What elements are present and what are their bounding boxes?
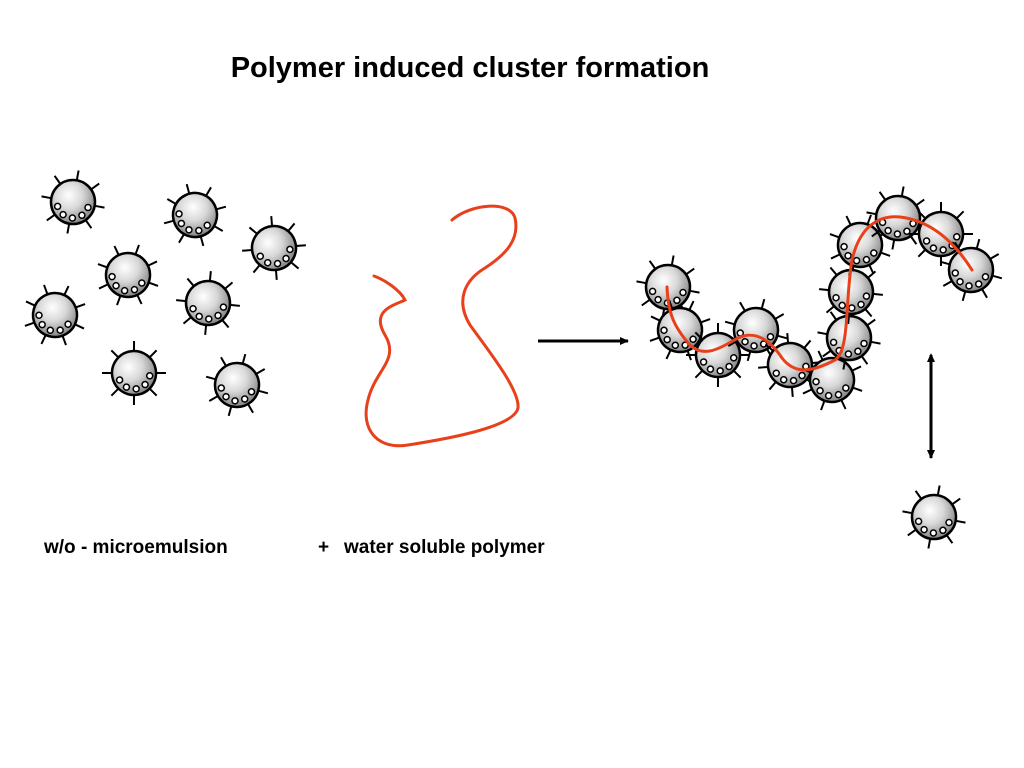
free-droplet-group bbox=[24, 170, 306, 417]
microemulsion-droplet-icon bbox=[97, 244, 159, 306]
bound-polymer-chain bbox=[665, 215, 974, 372]
free-polymer-chain bbox=[364, 204, 520, 448]
caption-plus: + bbox=[318, 537, 330, 558]
microemulsion-droplet-icon bbox=[176, 271, 240, 335]
cluster-droplet-group bbox=[636, 186, 1003, 411]
caption-polymer: water soluble polymer bbox=[344, 537, 545, 558]
microemulsion-droplet-icon bbox=[24, 284, 86, 346]
microemulsion-droplet-icon bbox=[939, 238, 1003, 302]
caption-microemulsion: w/o - microemulsion bbox=[44, 537, 228, 558]
microemulsion-droplet-icon bbox=[205, 353, 269, 417]
microemulsion-droplet-icon bbox=[163, 183, 227, 247]
microemulsion-droplet-icon bbox=[817, 306, 881, 370]
microemulsion-droplet-icon bbox=[41, 170, 105, 234]
microemulsion-droplet-icon bbox=[819, 260, 883, 324]
released-droplet-group bbox=[902, 485, 966, 549]
microemulsion-droplet-icon bbox=[866, 186, 930, 250]
microemulsion-droplet-icon bbox=[242, 216, 306, 280]
microemulsion-droplet-icon bbox=[101, 340, 167, 406]
microemulsion-droplet-icon bbox=[902, 485, 966, 549]
diagram-title: Polymer induced cluster formation bbox=[230, 52, 710, 84]
